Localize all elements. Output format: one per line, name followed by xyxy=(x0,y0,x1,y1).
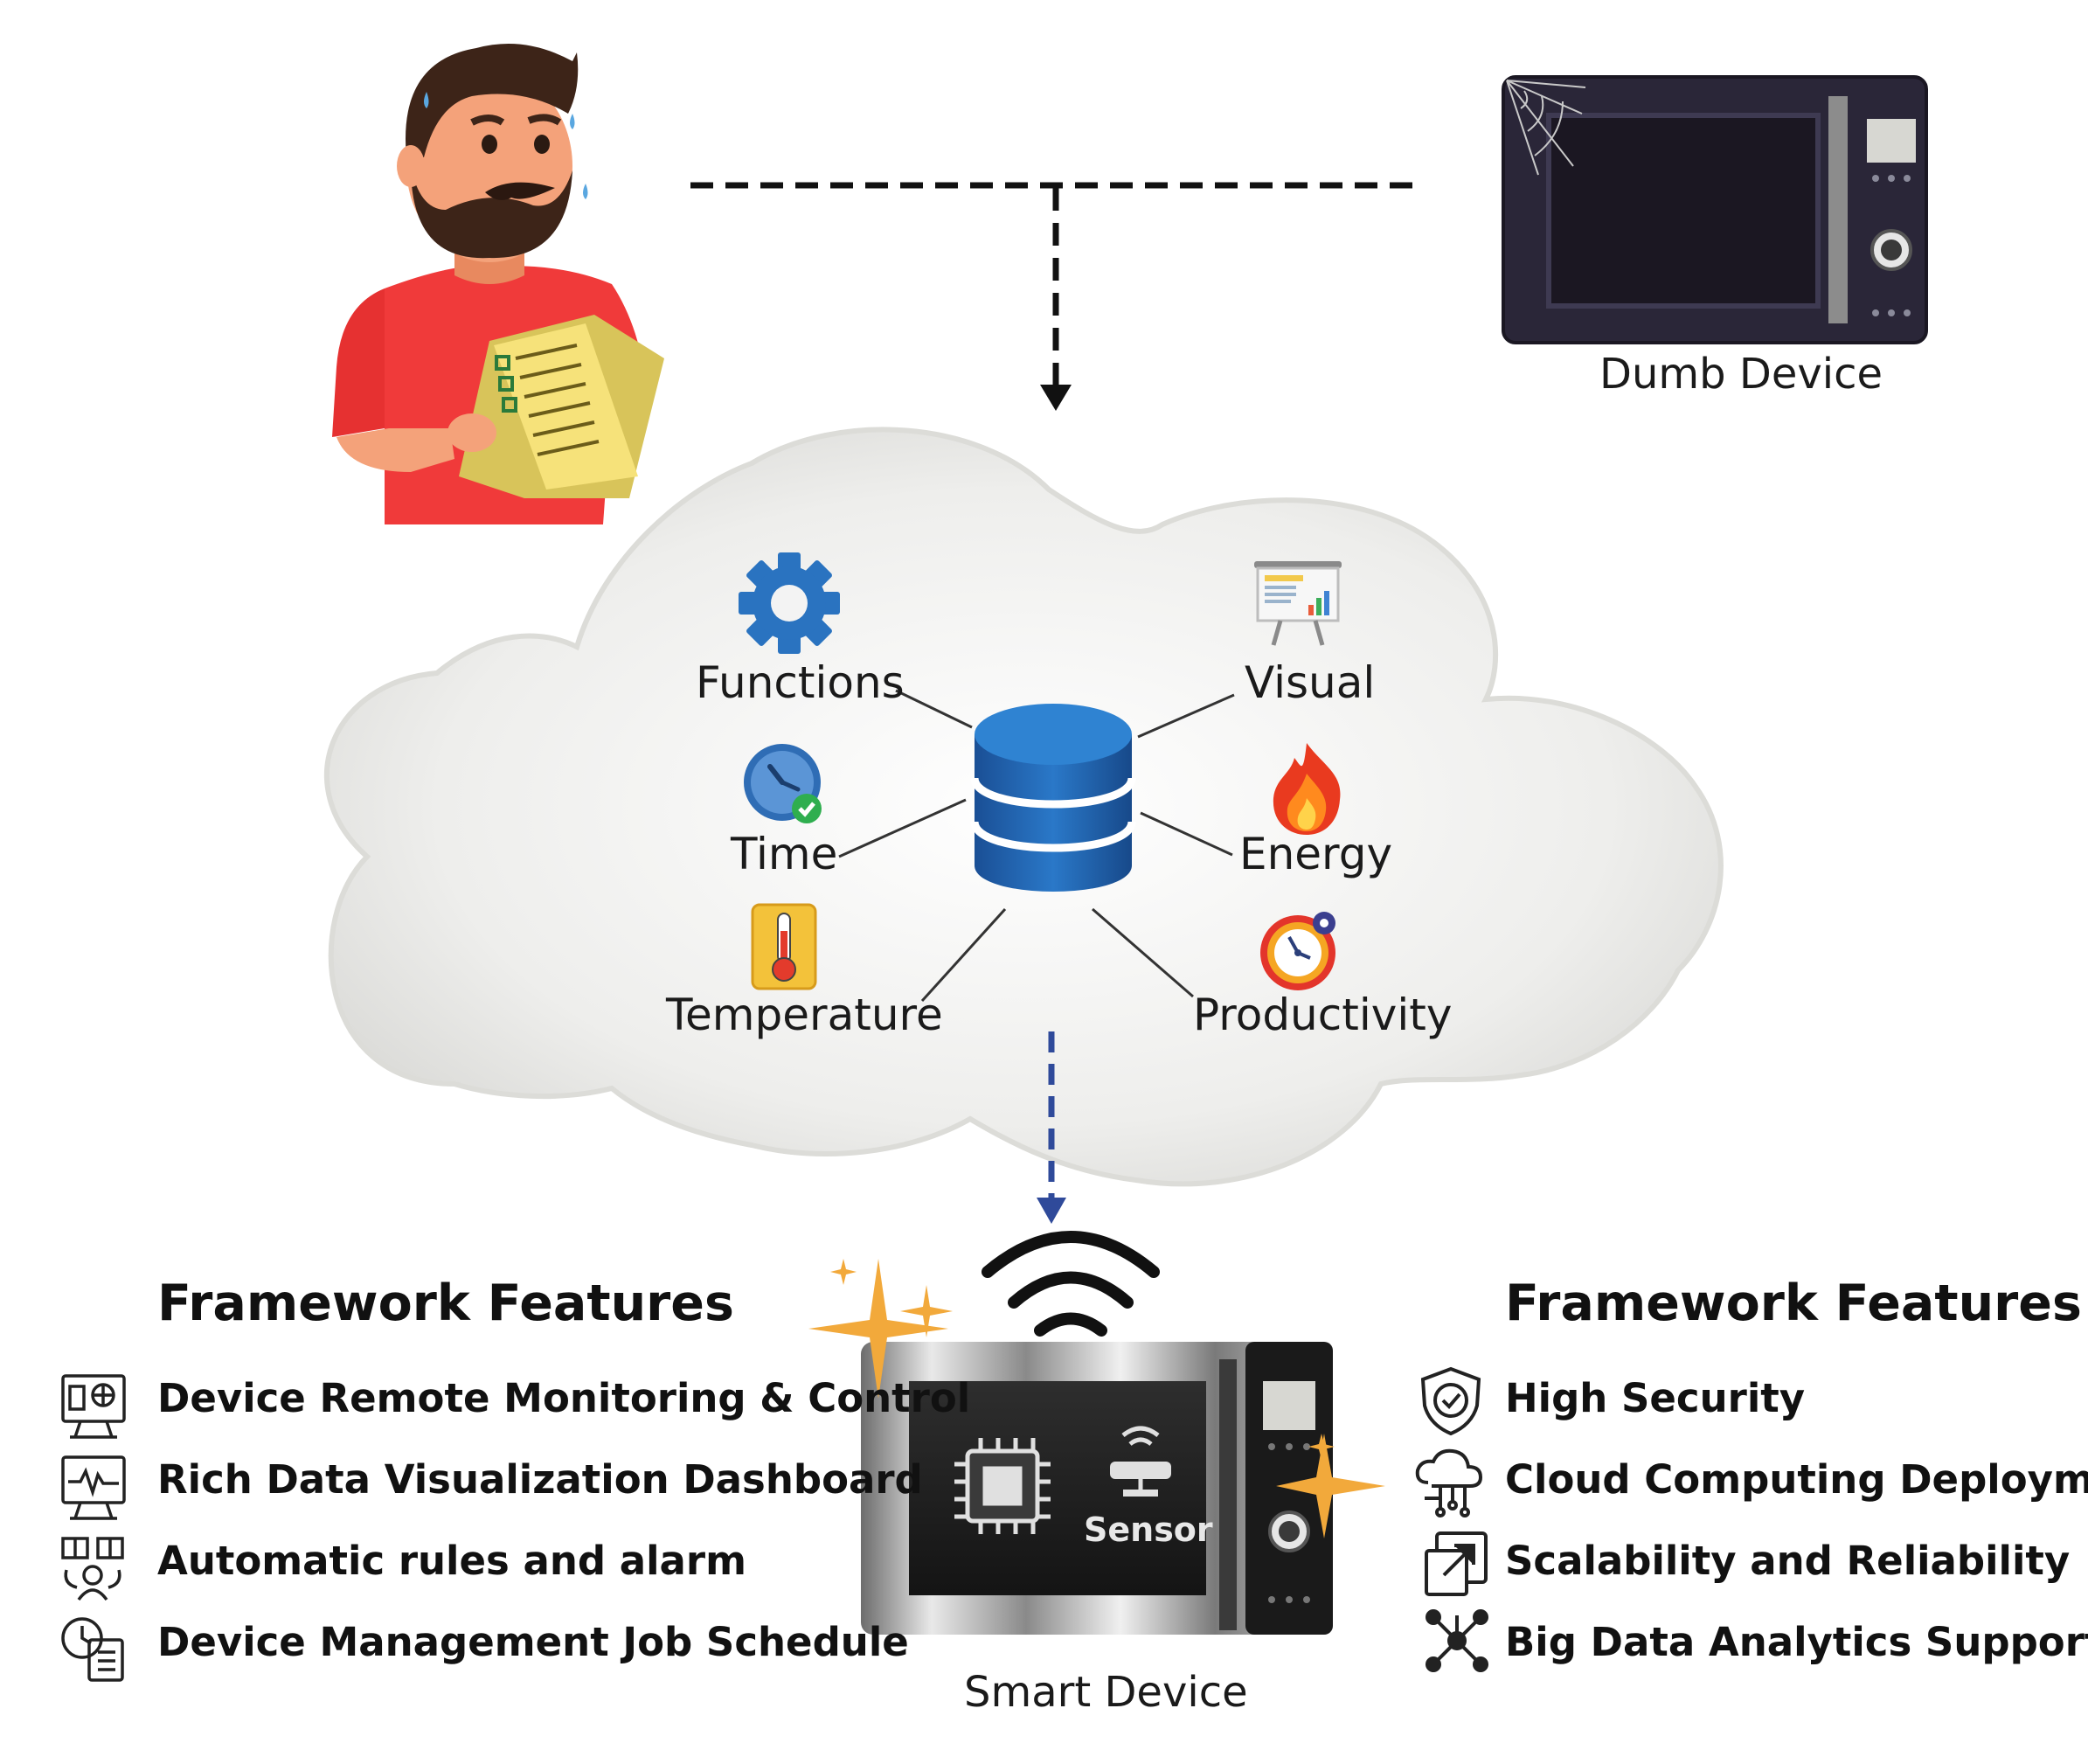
chip-icon xyxy=(954,1438,1051,1534)
productivity-gauge-icon xyxy=(1260,912,1335,990)
label-energy: Energy xyxy=(1239,829,1393,879)
sensor-label: Sensor xyxy=(1084,1511,1213,1549)
arrow-down-icon xyxy=(1040,385,1072,411)
flame-icon xyxy=(1273,743,1341,835)
label-time: Time xyxy=(731,829,838,879)
top-connector xyxy=(690,182,1425,411)
presentation-board-icon xyxy=(1254,561,1342,646)
right-feature-item: Big Data Analytics Support xyxy=(1505,1619,2088,1665)
shield-check-icon xyxy=(1420,1366,1481,1436)
label-productivity: Productivity xyxy=(1193,990,1453,1040)
cloud-network-icon xyxy=(1415,1448,1483,1517)
sparkle-icons xyxy=(808,1259,1385,1538)
monitor-pulse-icon xyxy=(61,1455,126,1520)
right-features-title: Framework Features xyxy=(1505,1274,2082,1332)
smart-device-label: Smart Device xyxy=(964,1668,1248,1717)
cobweb-icon xyxy=(1506,80,1586,176)
label-temperature: Temperature xyxy=(666,990,943,1040)
left-feature-item: Device Management Job Schedule xyxy=(157,1619,909,1665)
dumb-device-microwave xyxy=(1502,75,1928,344)
thermometer-icon xyxy=(751,903,817,990)
left-feature-item: Automatic rules and alarm xyxy=(157,1538,746,1584)
label-visual: Visual xyxy=(1245,657,1376,708)
right-feature-item: Scalability and Reliability xyxy=(1505,1538,2071,1584)
clock-icon xyxy=(744,744,822,823)
network-nodes-icon xyxy=(1426,1609,1488,1672)
wifi-icon xyxy=(982,1231,1160,1337)
gear-icon xyxy=(739,552,840,654)
right-feature-item: High Security xyxy=(1505,1375,1806,1421)
smart-device-microwave xyxy=(861,1342,1333,1635)
hub-spokes xyxy=(838,689,1235,1003)
dumb-device-label: Dumb Device xyxy=(1599,350,1883,399)
router-icon xyxy=(1110,1426,1171,1497)
database-icon xyxy=(970,704,1136,892)
label-functions: Functions xyxy=(696,657,905,708)
cloud-to-smart-connector xyxy=(1037,1031,1066,1224)
user-rules-icon xyxy=(61,1537,124,1601)
left-features-title: Framework Features xyxy=(157,1274,734,1332)
right-feature-item: Cloud Computing Deployment xyxy=(1505,1456,2088,1503)
monitor-dashboard-icon xyxy=(61,1374,126,1439)
person-illustration xyxy=(332,44,664,524)
clock-checklist-icon xyxy=(61,1617,124,1682)
left-feature-item: Device Remote Monitoring & Control xyxy=(157,1375,971,1421)
left-feature-item: Rich Data Visualization Dashboard xyxy=(157,1456,923,1503)
scale-arrow-icon xyxy=(1425,1531,1488,1596)
arrow-down-blue-icon xyxy=(1037,1198,1066,1224)
